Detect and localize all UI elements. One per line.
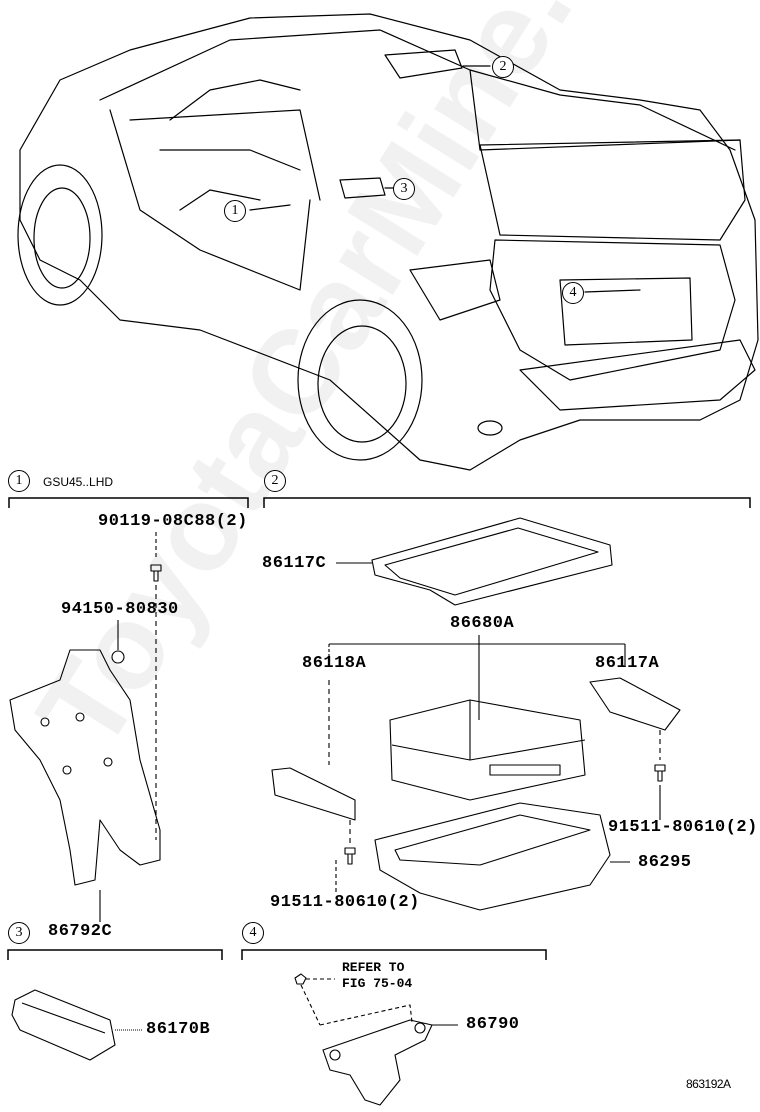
part-86295[interactable]: 86295 (638, 853, 692, 872)
section-2-bracket (263, 497, 751, 508)
callout-3[interactable]: 3 (393, 178, 415, 200)
part-86118a[interactable]: 86118A (302, 654, 367, 673)
section-1-number: 1 (8, 470, 30, 492)
bolt-91511-left (344, 847, 356, 865)
nut-94150 (111, 650, 125, 664)
part-90119-08c88[interactable]: 90119-08C88(2) (98, 512, 248, 531)
part-91511-80610-right[interactable]: 91511-80610(2) (608, 818, 758, 837)
section-3-number: 3 (8, 922, 30, 944)
frame-86117c (371, 517, 613, 606)
housing-86295 (374, 802, 611, 911)
part-86680a[interactable]: 86680A (450, 614, 515, 633)
part-86790[interactable]: 86790 (466, 1015, 520, 1034)
clip-icon (294, 973, 307, 985)
section-1-bracket (8, 497, 249, 508)
license-plate (559, 277, 693, 346)
bracket-86792c (9, 649, 161, 886)
part-91511-80610-left[interactable]: 91511-80610(2) (270, 893, 420, 912)
callout-1[interactable]: 1 (224, 200, 246, 222)
vehicle-body-outline (19, 13, 759, 471)
part-86170b[interactable]: 86170B (146, 1020, 211, 1039)
section-3-bracket (7, 949, 223, 960)
part-86117a[interactable]: 86117A (595, 654, 660, 673)
callout-4[interactable]: 4 (562, 282, 584, 304)
section-2-number: 2 (264, 470, 286, 492)
rear-wheel (297, 299, 423, 461)
camera-86790 (322, 1019, 433, 1106)
bolt-90119 (150, 564, 162, 582)
remote-86170b (11, 989, 116, 1061)
part-86117c[interactable]: 86117C (262, 554, 327, 573)
section-4-bracket (241, 949, 547, 960)
part-86792c[interactable]: 86792C (48, 922, 113, 941)
bracket-86117a (589, 677, 681, 731)
section-4-number: 4 (242, 922, 264, 944)
figure-id: 863192A (686, 1077, 731, 1091)
refer-note-line1: REFER TO (342, 960, 405, 975)
bolt-91511-right (654, 764, 666, 782)
bracket-86118a (271, 767, 356, 821)
part-94150-80830[interactable]: 94150-80830 (61, 600, 179, 619)
front-wheel (17, 164, 103, 306)
overhead-unit-overview (384, 49, 463, 79)
rear-window (479, 139, 746, 241)
refer-note-line2[interactable]: FIG 75-04 (342, 976, 413, 991)
section-1-condition: GSU45..LHD (43, 475, 114, 489)
callout-2[interactable]: 2 (492, 56, 514, 78)
